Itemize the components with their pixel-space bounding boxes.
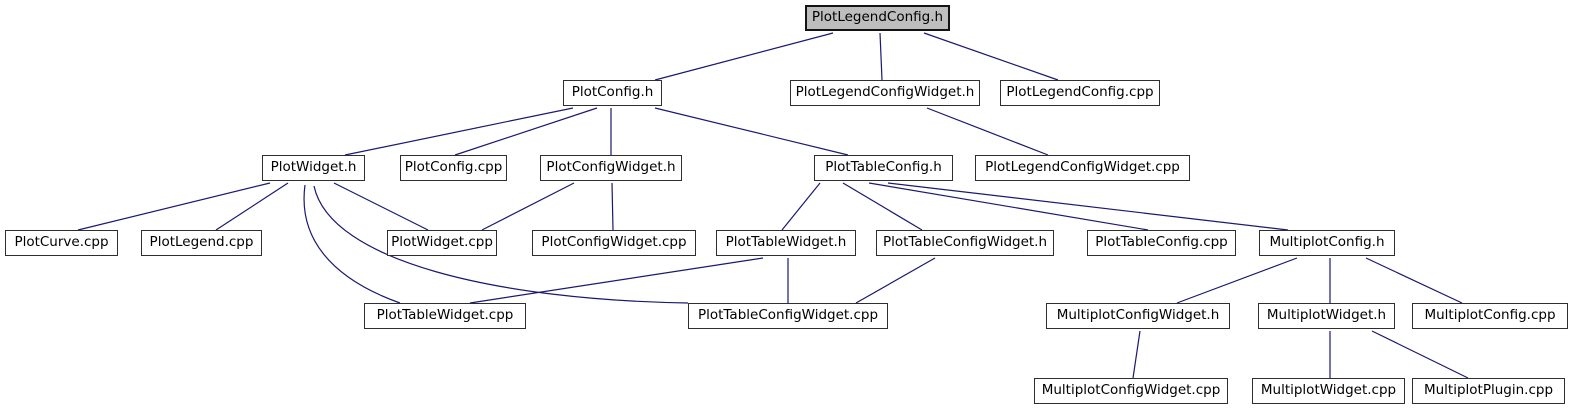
edge-MultiplotConfigWidget.h-to-MultiplotConfig.h: [1176, 257, 1298, 304]
edge-PlotTableConfigWidget.cpp-to-PlotTableConfigWidget.h: [855, 257, 936, 304]
graph-node-PlotConfigWidget.h[interactable]: PlotConfigWidget.h: [540, 155, 682, 181]
graph-node-MultiplotWidget.cpp[interactable]: MultiplotWidget.cpp: [1252, 378, 1405, 404]
graph-node-MultiplotConfig.h[interactable]: MultiplotConfig.h: [1259, 230, 1395, 256]
graph-node-PlotCurve.cpp[interactable]: PlotCurve.cpp: [5, 230, 118, 256]
graph-node-PlotConfig.cpp[interactable]: PlotConfig.cpp: [400, 155, 507, 181]
edge-PlotConfig.h-to-PlotLegendConfig.h: [654, 32, 834, 81]
edge-PlotConfig.cpp-to-PlotConfig.h: [454, 107, 598, 156]
edge-MultiplotConfig.h-to-PlotTableConfig.h: [887, 182, 1289, 231]
graph-node-PlotTableConfig.h[interactable]: PlotTableConfig.h: [814, 155, 953, 181]
edge-PlotLegend.cpp-to-PlotWidget.h: [215, 182, 289, 231]
graph-node-PlotConfigWidget.cpp[interactable]: PlotConfigWidget.cpp: [532, 230, 696, 256]
graph-node-PlotTableConfigWidget.h[interactable]: PlotTableConfigWidget.h: [876, 230, 1054, 256]
edge-PlotLegendConfigWidget.h-to-PlotLegendConfig.h: [879, 32, 883, 81]
graph-node-PlotTableWidget.h[interactable]: PlotTableWidget.h: [716, 230, 856, 256]
edge-PlotTableConfigWidget.h-to-PlotTableConfig.h: [842, 182, 923, 231]
edge-PlotTableConfig.cpp-to-PlotTableConfig.h: [868, 182, 1149, 231]
graph-node-PlotLegendConfig.h: PlotLegendConfig.h: [805, 5, 950, 31]
graph-node-PlotConfig.h[interactable]: PlotConfig.h: [563, 80, 662, 106]
graph-node-PlotTableConfig.cpp[interactable]: PlotTableConfig.cpp: [1087, 230, 1236, 256]
graph-node-MultiplotConfigWidget.h[interactable]: MultiplotConfigWidget.h: [1046, 303, 1230, 329]
edge-PlotLegendConfigWidget.cpp-to-PlotLegendConfigWidget.h: [926, 107, 1049, 156]
graph-node-MultiplotConfig.cpp[interactable]: MultiplotConfig.cpp: [1412, 303, 1568, 329]
graph-node-PlotLegend.cpp[interactable]: PlotLegend.cpp: [141, 230, 262, 256]
edge-MultiplotConfigWidget.cpp-to-MultiplotConfigWidget.h: [1132, 330, 1141, 379]
graph-node-PlotTableWidget.cpp[interactable]: PlotTableWidget.cpp: [364, 303, 526, 329]
edge-PlotCurve.cpp-to-PlotWidget.h: [77, 182, 271, 231]
edge-PlotWidget.cpp-to-PlotWidget.h: [333, 182, 429, 231]
edge-PlotTableWidget.cpp-to-PlotTableWidget.h: [469, 257, 764, 304]
graph-node-PlotTableConfigWidget.cpp[interactable]: PlotTableConfigWidget.cpp: [688, 303, 888, 329]
graph-node-PlotWidget.h[interactable]: PlotWidget.h: [262, 155, 365, 181]
edge-PlotWidget.cpp-to-PlotConfigWidget.h: [481, 182, 575, 231]
graph-node-PlotLegendConfigWidget.cpp[interactable]: PlotLegendConfigWidget.cpp: [975, 155, 1190, 181]
graph-node-MultiplotPlugin.cpp[interactable]: MultiplotPlugin.cpp: [1412, 378, 1565, 404]
graph-node-MultiplotWidget.h[interactable]: MultiplotWidget.h: [1258, 303, 1395, 329]
edge-PlotConfigWidget.cpp-to-PlotConfigWidget.h: [611, 182, 614, 231]
graph-node-PlotLegendConfig.cpp[interactable]: PlotLegendConfig.cpp: [1000, 80, 1160, 106]
edge-MultiplotConfig.cpp-to-MultiplotConfig.h: [1365, 257, 1463, 304]
edge-MultiplotPlugin.cpp-to-MultiplotWidget.h: [1371, 330, 1469, 379]
graph-node-PlotLegendConfigWidget.h[interactable]: PlotLegendConfigWidget.h: [790, 80, 980, 106]
graph-node-MultiplotConfigWidget.cpp[interactable]: MultiplotConfigWidget.cpp: [1034, 378, 1228, 404]
edge-PlotTableWidget.cpp-to-PlotWidget.h: [303, 184, 401, 304]
edge-PlotTableWidget.h-to-PlotTableConfig.h: [781, 182, 821, 231]
graph-node-PlotWidget.cpp[interactable]: PlotWidget.cpp: [387, 230, 497, 256]
edge-PlotTableConfig.h-to-PlotConfig.h: [654, 107, 849, 156]
edge-PlotLegendConfig.cpp-to-PlotLegendConfig.h: [923, 32, 1059, 81]
edge-PlotWidget.h-to-PlotConfig.h: [344, 107, 574, 156]
